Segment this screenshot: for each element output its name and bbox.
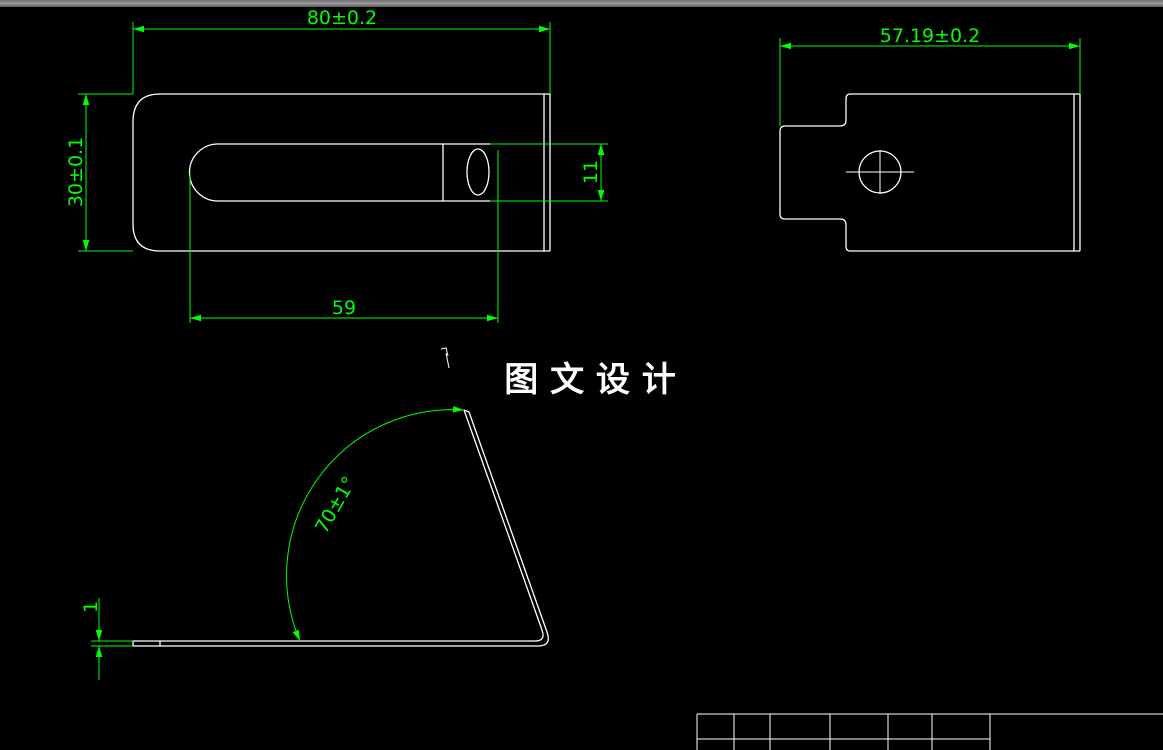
dim-text-side-width: 57.19±0.2 <box>880 25 981 47</box>
top-view <box>132 93 551 252</box>
dim-text-bend-angle: 70±1° <box>311 473 361 537</box>
title-block <box>696 713 1163 750</box>
dim-text-slot-length: 59 <box>332 297 356 319</box>
window-title-bar <box>0 0 1163 7</box>
top-view-dimensions <box>78 22 608 323</box>
slot-outline <box>188 143 490 202</box>
slot-end-hole <box>466 148 490 196</box>
watermark-mark <box>440 347 450 369</box>
hole-center-mark <box>846 150 914 194</box>
dim-text-overall-width: 80±0.2 <box>307 7 377 29</box>
watermark-text: 图 文 设 计 <box>504 360 676 400</box>
bend-view-dimensions <box>91 405 465 680</box>
dim-text-thickness: 1 <box>80 601 102 613</box>
bend-view <box>132 409 549 647</box>
bend-view-tip <box>463 409 470 413</box>
side-view <box>779 93 1081 252</box>
bend-view-inner <box>133 409 544 642</box>
dim-text-slot-width: 11 <box>580 160 602 184</box>
dim-arc-bend-angle <box>286 405 465 642</box>
dim-text-height: 30±0.1 <box>65 137 87 207</box>
bend-view-outer <box>133 411 549 647</box>
side-view-dimensions <box>779 38 1081 126</box>
top-view-outline <box>132 93 550 252</box>
side-view-outline <box>779 93 1080 252</box>
